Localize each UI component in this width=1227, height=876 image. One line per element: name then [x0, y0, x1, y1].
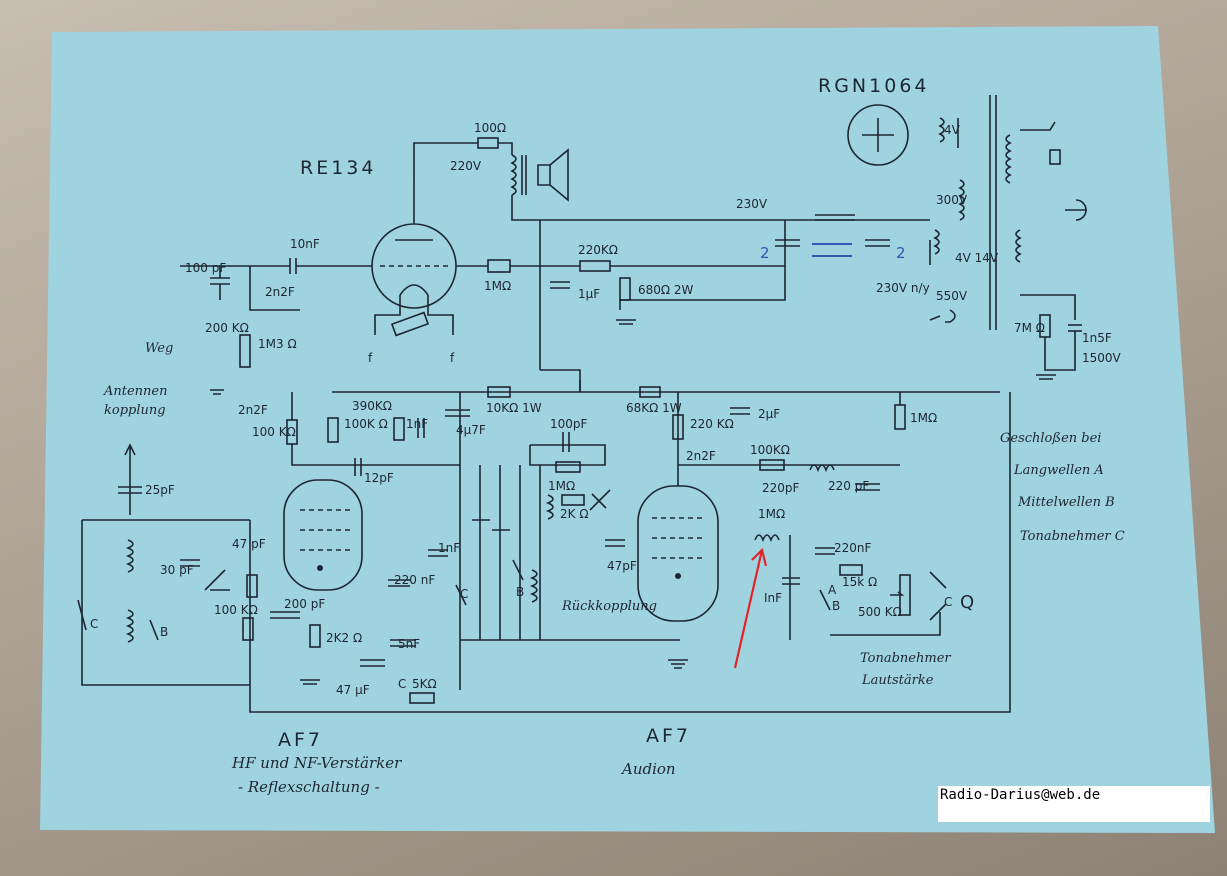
- v-550-label: 550V: [936, 289, 968, 303]
- r-100k-c-label: 100 KΩ: [214, 603, 258, 617]
- r-100k-b-label: 100K Ω: [344, 417, 388, 431]
- r-68k-label: 68KΩ 1W: [626, 401, 682, 415]
- note-antenne1: Antennen: [103, 384, 168, 399]
- r-1m-label: 1MΩ: [484, 279, 511, 293]
- c-220pf-b-label: 220 pF: [828, 479, 869, 493]
- c-1nf-c-label: InF: [764, 591, 782, 605]
- r-1m-right-label: 1MΩ: [910, 411, 937, 425]
- c-100pf-b-label: 100pF: [550, 417, 588, 431]
- r-2k2-label: 2K2 Ω: [326, 631, 362, 645]
- note-ton2: Lautstärke: [861, 673, 934, 688]
- re134-label: RE134: [300, 157, 376, 179]
- r-1m3-label: 1M3 Ω: [258, 337, 297, 351]
- r-15k-label: 15k Ω: [842, 575, 877, 589]
- af7-left-tube: [283, 479, 363, 591]
- r-10k-label: 10KΩ 1W: [486, 401, 542, 415]
- q-label: Q: [960, 592, 974, 613]
- switch-b2-label: B: [516, 585, 524, 599]
- filament-f1: f: [368, 351, 373, 365]
- c-47pf-b-label: 47pF: [607, 559, 637, 573]
- legend-line-3: Tonabnehmer C: [1020, 529, 1125, 544]
- c-1nf-b-label: 1nF: [438, 541, 460, 555]
- r-1m-c-label: 1MΩ: [758, 507, 785, 521]
- switch-c3-label: C: [944, 595, 952, 609]
- caption-left-line2: - Reflexschaltung -: [238, 778, 380, 796]
- switch-c2-label: C: [460, 587, 468, 601]
- r-390k-label: 390KΩ: [352, 399, 392, 413]
- c-1uf-label: 1μF: [578, 287, 600, 301]
- c-marker-label: C: [398, 677, 406, 691]
- c-1n5f-label: 1n5F: [1082, 331, 1112, 345]
- v-230n-label: 230V n/y: [876, 281, 930, 295]
- email-box: [938, 786, 1210, 822]
- c-100pf-label: 100 pF: [185, 261, 226, 275]
- r-100k-d-label: 100KΩ: [750, 443, 790, 457]
- red-arrow: [733, 547, 768, 669]
- v-300-label: 300V: [936, 193, 968, 207]
- r-500k-label: 500 KΩ: [858, 605, 902, 619]
- c-30pf-label: 30 pF: [160, 563, 194, 577]
- note-rueck: Rückkopplung: [561, 599, 657, 614]
- c-220nf-b-label: 220nF: [834, 541, 872, 555]
- c-10nf-label: 10nF: [290, 237, 320, 251]
- c-220nf-label: 220 nF: [394, 573, 435, 587]
- c-4u7f-label: 4μ7F: [456, 423, 486, 437]
- filament-f2: f: [450, 351, 455, 365]
- c-220pf-label: 220pF: [762, 481, 800, 495]
- r-220k-b-label: 220 KΩ: [690, 417, 734, 431]
- c-200pf-label: 200 pF: [284, 597, 325, 611]
- marker-2b: 2: [896, 244, 906, 262]
- c-2n2f-left-label: 2n2F: [238, 403, 268, 417]
- c-2n2f-top-label: 2n2F: [265, 285, 295, 299]
- r-1m-b-label: 1MΩ: [548, 479, 575, 493]
- switch-c-label: C: [90, 617, 98, 631]
- r-100-label: 100Ω: [474, 121, 506, 135]
- note-weg: Weg: [145, 341, 173, 356]
- note-antenne2: kopplung: [104, 403, 166, 418]
- v-4-label: 4V: [944, 123, 961, 137]
- v-230-label: 230V: [736, 197, 768, 211]
- switch-b3-label: B: [832, 599, 840, 613]
- af7-left-label: AF7: [278, 729, 323, 751]
- legend-line-1: Langwellen A: [1013, 463, 1104, 478]
- c-25pf-label: 25pF: [145, 483, 175, 497]
- r-680-label: 680Ω 2W: [638, 283, 694, 297]
- caption-right: Audion: [620, 760, 676, 778]
- r-7m-label: 7M Ω: [1014, 321, 1045, 335]
- c-47uf-label: 47 μF: [336, 683, 370, 697]
- c-2uf-label: 2μF: [758, 407, 780, 421]
- marker-2a: 2: [760, 244, 770, 262]
- c-5nf-label: 5nF: [398, 637, 420, 651]
- legend-line-2: Mittelwellen B: [1017, 495, 1115, 510]
- note-ton1: Tonabnehmer: [860, 651, 951, 666]
- r-2k-label: 2K Ω: [560, 507, 589, 521]
- c-12pf-label: 12pF: [364, 471, 394, 485]
- c-47pf-label: 47 pF: [232, 537, 266, 551]
- paper: [40, 26, 1215, 833]
- legend-line-0: Geschloßen bei: [1000, 431, 1101, 446]
- r-200k-label: 200 KΩ: [205, 321, 249, 335]
- v-220-label: 220V: [450, 159, 482, 173]
- c-1nf-a-label: 1nF: [406, 417, 428, 431]
- v-1500-label: 1500V: [1082, 351, 1122, 365]
- rgn1064-label: RGN1064: [818, 75, 930, 97]
- v-4-14-label: 4V 14V: [955, 251, 999, 265]
- r-100k-left-label: 100 KΩ: [252, 425, 296, 439]
- r-5k-label: 5KΩ: [412, 677, 437, 691]
- switch-b-label: B: [160, 625, 168, 639]
- af7-right-label: AF7: [646, 725, 691, 747]
- rgn1064-tube: [847, 104, 909, 166]
- c-2n2f-c-label: 2n2F: [686, 449, 716, 463]
- email-watermark: Radio-Darius@web.de: [940, 787, 1101, 803]
- caption-left-line1: HF und NF-Verstärker: [231, 754, 402, 772]
- r-220k-label: 220KΩ: [578, 243, 618, 257]
- switch-a-label: A: [828, 583, 837, 597]
